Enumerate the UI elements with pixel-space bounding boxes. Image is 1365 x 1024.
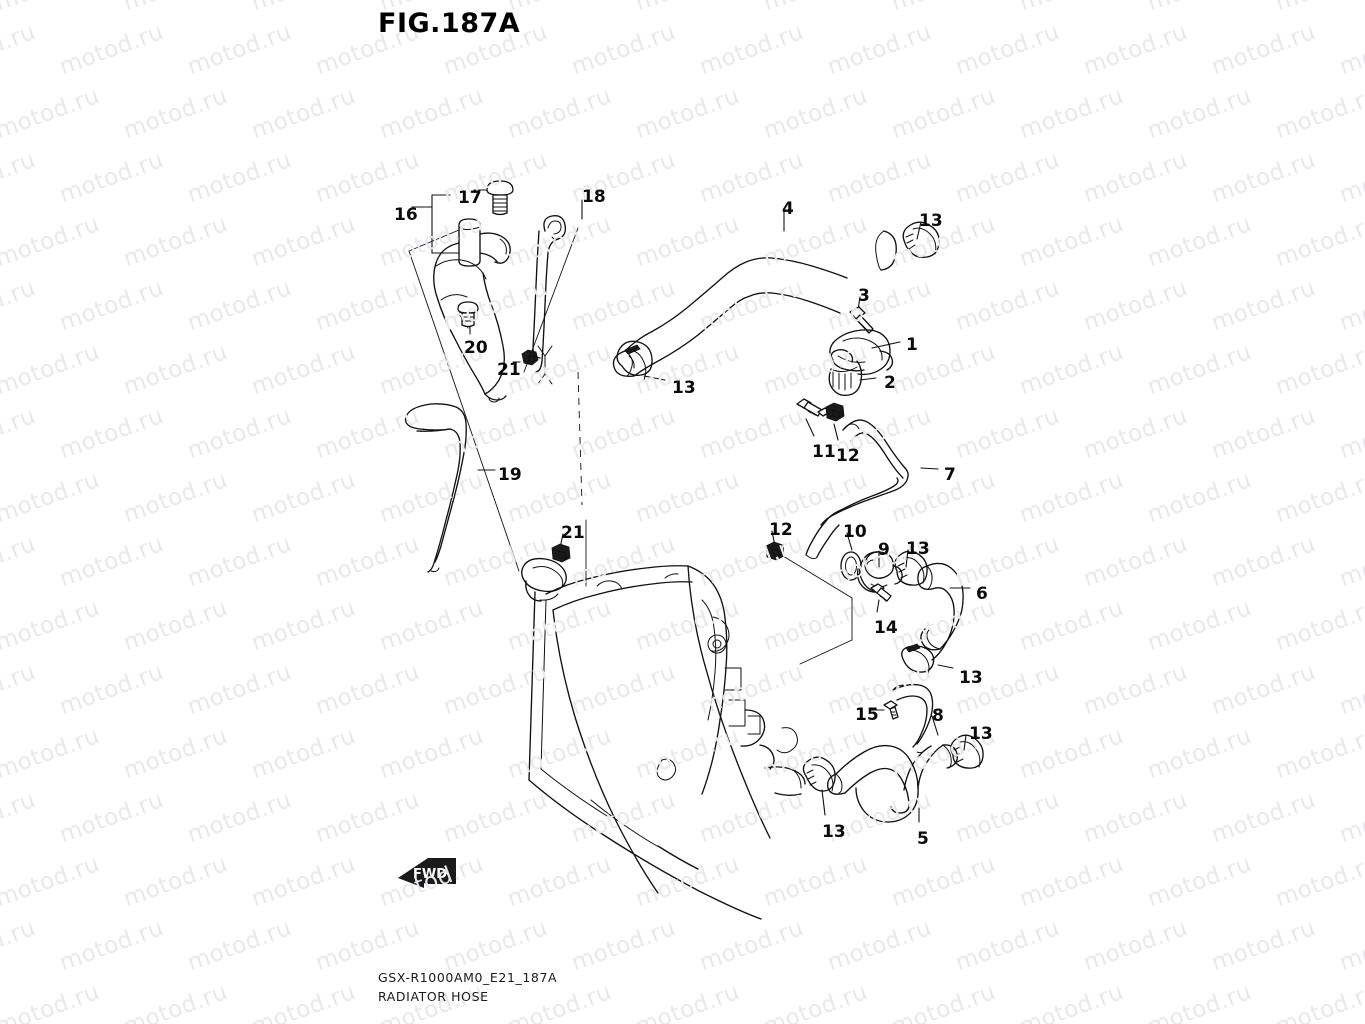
figure-caption: GSX-R1000AM0_E21_187A RADIATOR HOSE [378,968,557,1007]
water-pump-union [856,550,903,593]
callout-reservoir-tank-assembly[interactable]: 16 [394,205,418,225]
bypass-hose [805,419,939,560]
hose-clip-upper [825,402,845,441]
callout-union-bolt[interactable]: 14 [874,618,898,638]
figure-title: FIG.187A [378,8,521,39]
callout-bracket-bolt[interactable]: 15 [855,705,879,725]
callout-hose-clip-lower[interactable]: 12 [769,520,793,540]
reservoir-inlet-hose [404,403,496,573]
callout-reservoir-cap[interactable]: 17 [458,188,482,208]
callout-bypass-hose[interactable]: 7 [944,465,956,485]
svg-text:FWD: FWD [413,867,447,882]
caption-name: RADIATOR HOSE [378,989,489,1005]
radiator-assembly [521,533,806,920]
callout-thermostat-case-bolt[interactable]: 3 [858,286,870,306]
callout-hose-clip[interactable]: 21 [561,523,585,543]
radiator-outlet-hose [827,744,958,823]
water-pump-hose [917,562,971,661]
caption-code: GSX-R1000AM0_E21_187A [378,970,558,985]
fwd-direction-marker: FWD [398,858,456,888]
callout-radiator-outlet-hose[interactable]: 5 [917,829,929,849]
hose-clamp-top-right [902,221,940,259]
hose-clip-lower [765,530,853,665]
callout-thermostat-case[interactable]: 1 [906,335,918,355]
hose-clamp-mid-left [616,340,666,381]
callout-reservoir-overflow-hose[interactable]: 18 [582,187,606,207]
callout-hose-clamp[interactable]: 13 [919,211,943,231]
thermostat [828,349,877,397]
radiator-inlet-hose [612,209,897,377]
hose-clamp-lower-6 [901,643,954,675]
thermostat-case-bolt [849,296,874,334]
hose-clip-radiator-neck [551,533,571,563]
bracket-bolt [869,700,899,720]
hose-clamp-right-5 [950,734,984,769]
reservoir-mount-bolt [457,301,479,335]
callout-thermostat[interactable]: 2 [884,373,896,393]
callout-air-bleeder-union[interactable]: 11 [812,442,836,462]
callout-reservoir-mount-bolt[interactable]: 20 [464,338,488,358]
union-bolt [870,583,892,613]
hose-clamp-outlet [802,756,836,816]
hose-clamp-union [894,549,928,586]
callout-reservoir-inlet-hose[interactable]: 19 [498,465,522,485]
callout-hose-clip[interactable]: 21 [497,360,521,380]
reservoir-overflow-hose [532,199,583,373]
callout-hose-bracket[interactable]: 8 [932,706,944,726]
callout-hose-clamp[interactable]: 13 [822,822,846,842]
callout-hose-clamp[interactable]: 13 [906,539,930,559]
callout-o-ring[interactable]: 10 [843,522,867,542]
callout-water-pump-union[interactable]: 9 [878,540,890,560]
callout-hose-clamp[interactable]: 13 [969,724,993,744]
callout-water-pump-hose[interactable]: 6 [976,584,988,604]
callout-radiator-inlet-hose[interactable]: 4 [782,199,794,219]
callout-hose-clamp[interactable]: 13 [672,378,696,398]
thermostat-case [829,329,901,376]
callout-hose-clip-upper[interactable]: 12 [836,446,860,466]
callout-hose-clamp[interactable]: 13 [959,668,983,688]
reservoir-cap [486,180,514,216]
